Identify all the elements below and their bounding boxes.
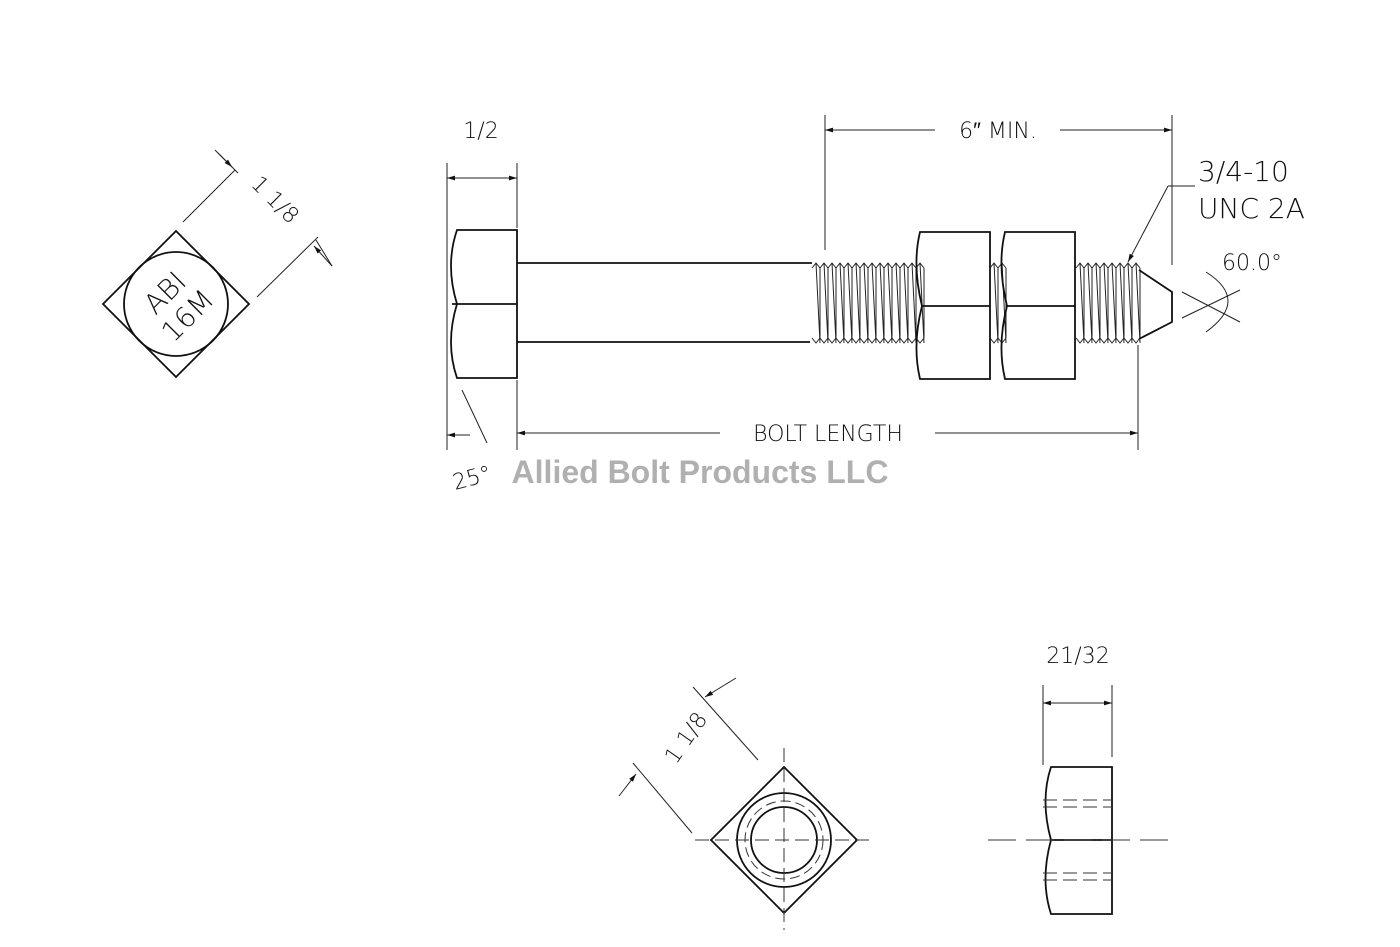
head-chamfer-dimension: 25° <box>450 462 494 496</box>
thread-spec-line1: 3/4-10 <box>1198 155 1289 188</box>
watermark: Allied Bolt Products LLC <box>512 454 889 490</box>
thread-line <box>989 262 1007 269</box>
point-angle-dimension: 60.0° <box>1222 251 1282 276</box>
thread-line <box>1075 262 1141 269</box>
bolt-head-end-view: ABI 16M 1 1/8 <box>101 149 333 379</box>
thread-lines <box>811 262 1141 344</box>
bolt-side-view <box>450 229 1173 380</box>
head-height-dimension: 1/2 <box>463 119 498 144</box>
nut-side-view: 21/32 <box>988 644 1168 915</box>
nut-width-dimension: 1 1/8 <box>660 708 713 769</box>
bolt-length-dimension: BOLT LENGTH <box>753 422 903 447</box>
thread-line <box>811 262 925 269</box>
square-nut-front-view: 1 1/8 <box>618 677 875 930</box>
thread-length-dimension: 6″ MIN. <box>959 119 1037 144</box>
head-width-dimension: 1 1/8 <box>246 172 304 230</box>
nut-thickness-dimension: 21/32 <box>1046 644 1109 669</box>
thread-line <box>993 262 1007 344</box>
thread-spec-line2: UNC 2A <box>1198 192 1305 225</box>
dimension-lines: 1/2 6″ MIN. 3/4-10 UNC 2A 60.0° BOLT LEN… <box>446 115 1305 496</box>
thread-line <box>1079 262 1141 344</box>
thread-line <box>815 262 925 344</box>
